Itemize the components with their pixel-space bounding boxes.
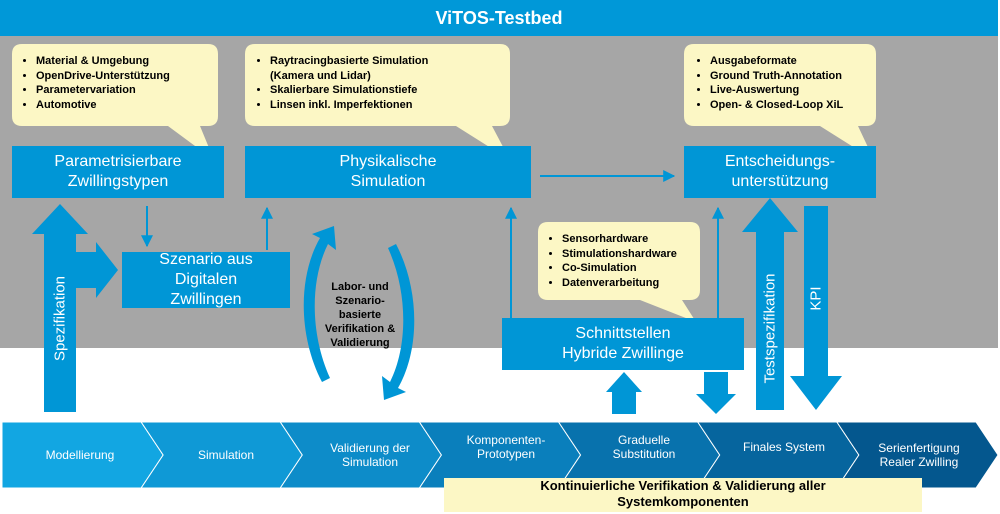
box-line: Zwillingen [170, 291, 242, 308]
box-line: Zwillingstypen [67, 173, 169, 190]
box-line: Hybride Zwillinge [562, 345, 684, 362]
bubble-sensor-text: Sensorhardware Stimulationshardware Co-S… [548, 232, 700, 290]
box-physikalische-simulation: Physikalische Simulation [245, 146, 531, 198]
label-line: Szenario- [335, 295, 385, 307]
arrow-spezifikation-right [76, 242, 118, 298]
label-line: Verifikation & [324, 323, 396, 335]
bubble-ausgabe-text: Ausgabeformate Ground Truth-Annotation L… [696, 54, 876, 112]
process-chevrons [1, 421, 999, 489]
bubble-raytracing-text: Raytracingbasierte Simulation(Kamera und… [256, 54, 506, 112]
label-line: Validierung [330, 337, 390, 349]
label-labor-szenario-validierung: Labor- und Szenario- basierte Verifikati… [310, 280, 410, 350]
box-parametrisierbare-zwillingstypen: Parametrisierbare Zwillingstypen [12, 146, 224, 198]
arrow-spezifikation-up [32, 204, 88, 412]
bubble-ausgabe [684, 44, 876, 160]
step-line: Simulation [341, 455, 399, 469]
box-schnittstellen-hybride-zwillinge: Schnittstellen Hybride Zwillinge [502, 318, 744, 370]
step-line: Komponenten- [466, 433, 546, 447]
bubble-material [12, 44, 218, 160]
bubble-item: Datenverarbeitung [562, 276, 700, 291]
box-line: unterstützung [731, 173, 829, 190]
step-line: Graduelle [617, 433, 671, 447]
step-line: Simulation [197, 448, 255, 462]
step-line: Realer Zwilling [879, 455, 959, 469]
bubble-item: Automotive [36, 98, 218, 113]
box-line: Digitalen [174, 271, 238, 288]
box-entscheidungsunterstuetzung: Entscheidungs- unterstützung [684, 146, 876, 198]
process-step-serienfertigung: Serienfertigung Realer Zwilling [848, 422, 990, 488]
bubble-item: Raytracingbasierte Simulation(Kamera und… [270, 54, 506, 83]
bubble-item: Stimulationshardware [562, 247, 700, 262]
arrow-kpi-down [790, 206, 842, 410]
bubble-item: Material & Umgebung [36, 54, 218, 69]
arrow-schnitt-down [696, 372, 736, 414]
bubble-item: Skalierbare Simulationstiefe [270, 83, 506, 98]
footer-banner: Kontinuierliche Verifikation & Validieru… [444, 478, 922, 512]
box-line: Physikalische [339, 153, 437, 170]
process-step-substitution: Graduelle Substitution [574, 422, 714, 472]
box-line: Schnittstellen [575, 325, 671, 342]
curved-arrow-right [382, 244, 415, 400]
bubble-material-text: Material & Umgebung OpenDrive-Unterstütz… [22, 54, 218, 112]
label-line: Labor- und [331, 281, 389, 293]
process-step-komponenten: Komponenten- Prototypen [436, 422, 576, 472]
box-line: Parametrisierbare [54, 153, 182, 170]
step-line: Finales System [742, 440, 826, 454]
arrow-testspezifikation-up [742, 198, 798, 410]
process-step-validierung: Validierung der Simulation [300, 422, 440, 488]
step-line: Modellierung [45, 448, 115, 462]
footer-line: Systemkomponenten [617, 494, 749, 509]
label-line: basierte [338, 309, 382, 321]
bubble-item: Sensorhardware [562, 232, 700, 247]
bubble-sensor [538, 222, 700, 322]
process-step-finales-system: Finales System [714, 422, 854, 472]
bubble-item: Ground Truth-Annotation [710, 69, 876, 84]
bubble-item: Live-Auswertung [710, 83, 876, 98]
label-spezifikation: Spezifikation [51, 275, 69, 362]
process-chevron [835, 421, 999, 489]
footer-line: Kontinuierliche Verifikation & Validieru… [540, 478, 826, 493]
bubble-item: Co-Simulation [562, 261, 700, 276]
bubble-item: Open- & Closed-Loop XiL [710, 98, 876, 113]
page-title: ViTOS-Testbed [0, 0, 998, 36]
step-line: Serienfertigung [878, 441, 960, 455]
label-kpi: KPI [807, 286, 825, 311]
step-line: Validierung der [330, 441, 410, 455]
step-line: Prototypen [476, 447, 536, 461]
step-line: Substitution [612, 447, 676, 461]
bubble-item: Ausgabeformate [710, 54, 876, 69]
process-step-simulation: Simulation [156, 422, 296, 488]
bubble-item: Linsen inkl. Imperfektionen [270, 98, 506, 113]
box-szenario-digitale-zwillinge: Szenario aus Digitalen Zwillingen [122, 251, 290, 308]
box-line: Simulation [350, 173, 426, 190]
label-testspezifikation: Testspezifikation [761, 273, 779, 384]
box-line: Szenario aus [159, 251, 253, 268]
process-step-modellierung: Modellierung [10, 422, 150, 488]
arrow-schnitt-up [606, 372, 642, 414]
bubble-raytracing [245, 44, 510, 160]
box-line: Entscheidungs- [724, 153, 836, 170]
bubble-item: Parametervariation [36, 83, 218, 98]
bubble-item: OpenDrive-Unterstützung [36, 69, 218, 84]
curved-arrow-left [303, 226, 336, 382]
